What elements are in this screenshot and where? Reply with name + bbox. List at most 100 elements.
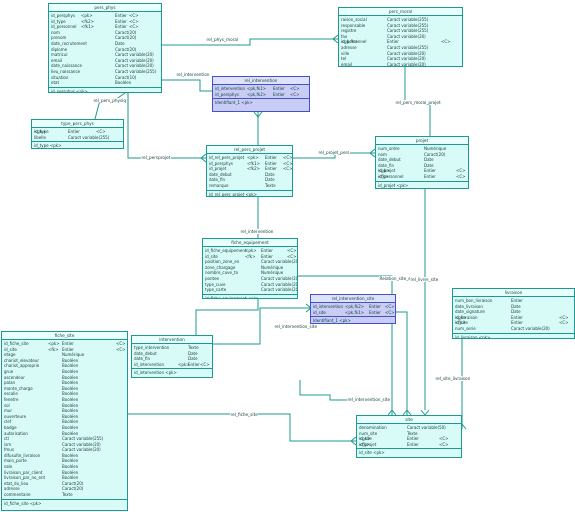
key-section: id_type <pk> xyxy=(32,141,123,149)
column-name: nom xyxy=(51,29,60,35)
key-section: Identifiant_1 <pk> xyxy=(311,316,395,323)
column-name: date_debut xyxy=(134,350,157,356)
column-type: Caract variable(255) xyxy=(115,68,157,74)
column-type: Caract variable(20) xyxy=(261,281,298,287)
link-type-persphys[interactable] xyxy=(94,92,126,120)
column-type: Entier xyxy=(407,436,419,442)
column-name: pontee xyxy=(205,275,220,281)
table-fiche-equipement[interactable]: fiche_equipement id_fiche_equipement<pk>… xyxy=(202,238,298,299)
table-pers-phys[interactable]: pers_phys id_persphys<pk>Entier<C>id_typ… xyxy=(48,3,162,93)
link-persphys-relintervention[interactable] xyxy=(161,79,212,92)
column-type: Texte xyxy=(188,345,199,350)
column-type: Numérique xyxy=(261,264,284,270)
table-rel-intervention-site[interactable]: rel_intervention_site id_intervention<pk… xyxy=(310,294,396,324)
key-row: id_type <pk> xyxy=(34,143,62,149)
column-type: Entier xyxy=(188,361,200,367)
column-name: ctl xyxy=(4,436,9,442)
link-intervention-relintsite[interactable] xyxy=(213,307,310,345)
table-title: pers_moral xyxy=(339,8,462,16)
link-relpersprojet-projet[interactable] xyxy=(293,152,375,159)
crowfoot-mark xyxy=(387,409,397,416)
column-name: chariot_elevateur xyxy=(4,357,40,363)
column-name: responsable xyxy=(341,22,366,28)
table-row: id_personnel<fk1>Entier<C> xyxy=(51,24,159,30)
column-name: id_site xyxy=(359,436,372,442)
column-constraint: <C> xyxy=(456,173,466,179)
table-title: pers_phys xyxy=(49,4,161,12)
column-key: <pk,fk2> xyxy=(247,91,267,97)
column-name: livraison_par_no_ent xyxy=(4,475,46,481)
table-row: id_fiche_site<pk>Entier<C> xyxy=(4,341,126,347)
table-rel-pers-projet[interactable]: rel_pers_projet id_rel_pers_projet<pk>En… xyxy=(206,145,293,197)
column-type: Booléen xyxy=(62,363,79,369)
link-fichesite-site[interactable] xyxy=(128,413,356,442)
column-type: Caract variable(255) xyxy=(387,28,429,34)
column-type: Texte xyxy=(62,492,73,498)
column-name: lieu_naissance xyxy=(51,68,81,74)
column-name: clef xyxy=(4,419,12,425)
key-section: id_persphys <pk> xyxy=(49,86,161,92)
column-name: date_fin xyxy=(378,162,395,168)
link-phys-moral[interactable] xyxy=(162,38,338,46)
label-rel-intervention-site-2: rel_intervention_site xyxy=(347,397,391,402)
column-type: Entier xyxy=(407,441,419,447)
table-row: id_site<fk>Entier<C> xyxy=(205,253,297,260)
column-name: ism xyxy=(4,441,12,447)
column-name: nom xyxy=(378,151,387,157)
column-type: Caract variable(255) xyxy=(68,134,110,140)
label-rel-intervention-2: rel_intervention xyxy=(240,229,274,234)
table-row: id_intervention<pk,fk1>Entier<C> xyxy=(215,86,307,92)
column-type: Entier xyxy=(265,160,277,166)
link-site-intervention[interactable] xyxy=(299,380,356,401)
column-type: Booléen xyxy=(62,385,79,391)
column-key: <fk> xyxy=(245,253,256,259)
crowfoot-mark xyxy=(369,148,376,158)
table-title: intervention xyxy=(132,336,212,344)
column-constraint: <C> xyxy=(200,361,210,367)
key-section: id_fiche_equipement <pk> xyxy=(203,293,297,298)
link-relintsite-site[interactable] xyxy=(396,311,408,415)
column-key: <fk> xyxy=(48,346,59,352)
column-constraint: <C> xyxy=(287,253,297,259)
label-rel-site-livraison: rel_site_livraison xyxy=(435,376,471,381)
column-name: livraison_par_client xyxy=(4,469,43,475)
link-persphys-relpersprojet[interactable] xyxy=(127,93,206,159)
column-name: id_rel_pers_projet xyxy=(209,155,245,160)
column-key: <pk> xyxy=(378,168,390,174)
column-key: <pk> xyxy=(247,155,259,160)
column-type: Booléen xyxy=(62,413,79,419)
table-fiche-site[interactable]: fiche_site id_fiche_site<pk>Entier<C>id_… xyxy=(1,331,128,511)
table-rel-intervention[interactable]: rel_intervention id_intervention<pk,fk1>… xyxy=(212,76,310,112)
column-constraint: <C> xyxy=(129,18,139,24)
column-type: Caract variable(20) xyxy=(62,447,101,453)
column-name: libelle xyxy=(34,134,46,140)
column-name: id_site xyxy=(4,346,17,352)
column-name: id_projet xyxy=(209,166,227,172)
table-rows: id_fiche_equipement<pk>Entier<C>id_site<… xyxy=(203,247,298,298)
column-name: id_intervention xyxy=(215,86,245,91)
column-key: <pk> xyxy=(178,361,190,367)
table-type-pers-phys[interactable]: type_pers_phys id_type<pk>Entier<C>libel… xyxy=(31,119,124,149)
key-row: id_livraison <pk> xyxy=(455,334,491,339)
table-title: fiche_equipement xyxy=(203,239,297,247)
table-row: id_intervention<pk>Entier<C> xyxy=(134,362,210,368)
column-name: sale xyxy=(4,464,13,470)
column-type: Booléen xyxy=(62,396,79,402)
